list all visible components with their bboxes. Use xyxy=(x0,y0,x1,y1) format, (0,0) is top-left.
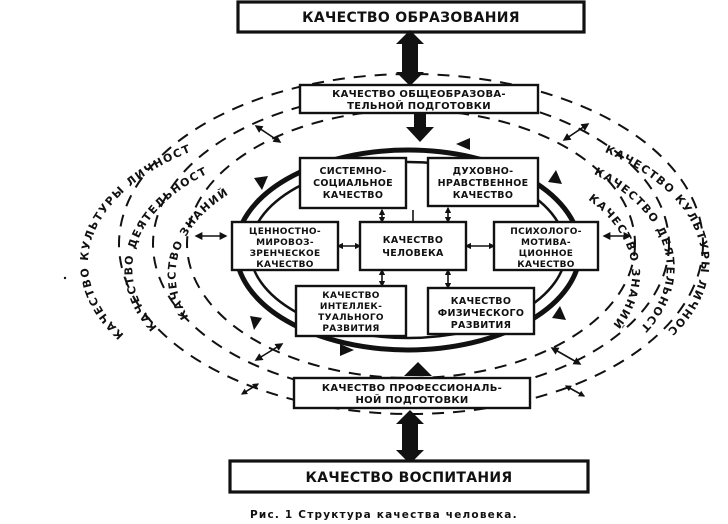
professional-prep-box: КАЧЕСТВО ПРОФЕССИОНАЛЬ- НОЙ ПОДГОТОВКИ xyxy=(292,376,532,410)
psycho-motivational-line3: ЦИОННОЕ xyxy=(519,249,574,259)
general-education-prep-box: КАЧЕСТВО ОБЩЕОБРАЗОВА- ТЕЛЬНОЙ ПОДГОТОВК… xyxy=(298,83,540,115)
value-worldview-line2: МИРОВОЗ- xyxy=(256,238,314,248)
intellectual-line1: КАЧЕСТВО xyxy=(322,291,379,301)
center-connection-arrows xyxy=(336,206,496,290)
intellectual-line4: РАЗВИТИЯ xyxy=(322,324,379,334)
intellectual-line3: ТУАЛЬНОГО xyxy=(318,313,384,323)
radial-arrows xyxy=(194,123,632,397)
scan-dot xyxy=(63,276,67,280)
psycho-motivational-line1: ПСИХОЛОГО- xyxy=(510,227,582,237)
quality-of-education-label: КАЧЕСТВО ОБРАЗОВАНИЯ xyxy=(302,10,520,26)
quality-of-upbringing-label: КАЧЕСТВО ВОСПИТАНИЯ xyxy=(305,470,512,486)
outer-rings xyxy=(118,73,704,415)
ring-culture xyxy=(118,73,704,415)
quality-of-upbringing-box: КАЧЕСТВО ВОСПИТАНИЯ xyxy=(228,459,590,494)
spiritual-moral-line3: КАЧЕСТВО xyxy=(453,190,513,201)
general-prep-down-arrow xyxy=(406,113,434,142)
value-worldview-line3: ЗРЕНЧЕСКОЕ xyxy=(250,249,321,259)
value-worldview-line4: КАЧЕСТВО xyxy=(256,260,313,270)
systemic-social-line1: СИСТЕМНО- xyxy=(320,166,387,177)
left-ring-labels: КАЧЕСТВО КУЛЬТУРЫ ЛИЧНОСТИ КАЧЕСТВО ДЕЯТ… xyxy=(0,0,232,342)
spiritual-moral-line1: ДУХОВНО- xyxy=(453,166,514,177)
intellectual-line2: ИНТЕЛЛЕК- xyxy=(320,302,382,312)
physical-development-quality-box: КАЧЕСТВО ФИЗИЧЕСКОГО РАЗВИТИЯ xyxy=(426,286,536,336)
physical-line1: КАЧЕСТВО xyxy=(451,296,511,307)
spiritual-moral-line2: НРАВСТВЕННОЕ xyxy=(438,178,529,189)
inner-ring-flow-arrows xyxy=(250,138,566,356)
figure-caption: Рис. 1 Структура качества человека. xyxy=(250,509,518,521)
systemic-social-quality-box: СИСТЕМНО- СОЦИАЛЬНОЕ КАЧЕСТВО xyxy=(298,156,408,210)
psycho-motivational-quality-box: ПСИХОЛОГО- МОТИВА- ЦИОННОЕ КАЧЕСТВО xyxy=(492,220,600,272)
left-ring-knowledge-label: КАЧЕСТВО ЗНАНИЙ xyxy=(166,185,232,322)
physical-line3: РАЗВИТИЯ xyxy=(451,320,511,331)
center-line2: ЧЕЛОВЕКА xyxy=(382,248,444,259)
ring-activity xyxy=(152,91,670,397)
prof-prep-line2: НОЙ ПОДГОТОВКИ xyxy=(355,393,468,406)
psycho-motivational-line2: МОТИВА- xyxy=(521,238,571,248)
physical-line2: ФИЗИЧЕСКОГО xyxy=(438,308,524,319)
bottom-connector-arrow xyxy=(396,410,424,464)
ring-knowledge xyxy=(186,109,636,379)
psycho-motivational-line4: КАЧЕСТВО xyxy=(517,260,574,270)
top-connector-arrow xyxy=(396,30,424,86)
prof-prep-up-arrow xyxy=(404,362,432,376)
general-prep-line2: ТЕЛЬНОЙ ПОДГОТОВКИ xyxy=(347,99,491,112)
intellectual-development-quality-box: КАЧЕСТВО ИНТЕЛЛЕК- ТУАЛЬНОГО РАЗВИТИЯ xyxy=(294,284,408,338)
systemic-social-line3: КАЧЕСТВО xyxy=(323,190,383,201)
left-ring-culture-label: КАЧЕСТВО КУЛЬТУРЫ ЛИЧНОСТИ xyxy=(0,0,193,342)
value-worldview-line1: ЦЕННОСТНО- xyxy=(249,227,321,237)
center-line1: КАЧЕСТВО xyxy=(383,235,443,246)
quality-of-education-box: КАЧЕСТВО ОБРАЗОВАНИЯ xyxy=(236,0,586,34)
value-worldview-quality-box: ЦЕННОСТНО- МИРОВОЗ- ЗРЕНЧЕСКОЕ КАЧЕСТВО xyxy=(230,220,340,272)
spiritual-moral-quality-box: ДУХОВНО- НРАВСТВЕННОЕ КАЧЕСТВО xyxy=(426,156,540,208)
human-quality-center-box: КАЧЕСТВО ЧЕЛОВЕКА xyxy=(358,220,468,272)
prof-prep-line1: КАЧЕСТВО ПРОФЕССИОНАЛЬ- xyxy=(322,383,502,394)
systemic-social-line2: СОЦИАЛЬНОЕ xyxy=(313,178,393,189)
general-prep-line1: КАЧЕСТВО ОБЩЕОБРАЗОВА- xyxy=(332,89,506,100)
